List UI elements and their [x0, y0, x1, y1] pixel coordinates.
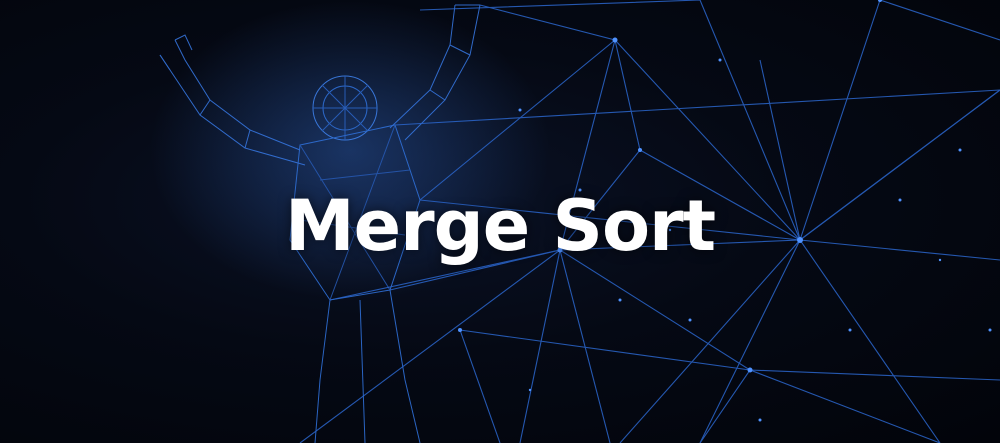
- figure-legs: [314, 289, 421, 443]
- figure-head: [312, 75, 378, 141]
- figure-right-arm: [389, 4, 481, 141]
- banner-title: Merge Sort: [284, 185, 716, 267]
- figure-glow: [150, 0, 550, 300]
- network-nodes: [458, 0, 992, 422]
